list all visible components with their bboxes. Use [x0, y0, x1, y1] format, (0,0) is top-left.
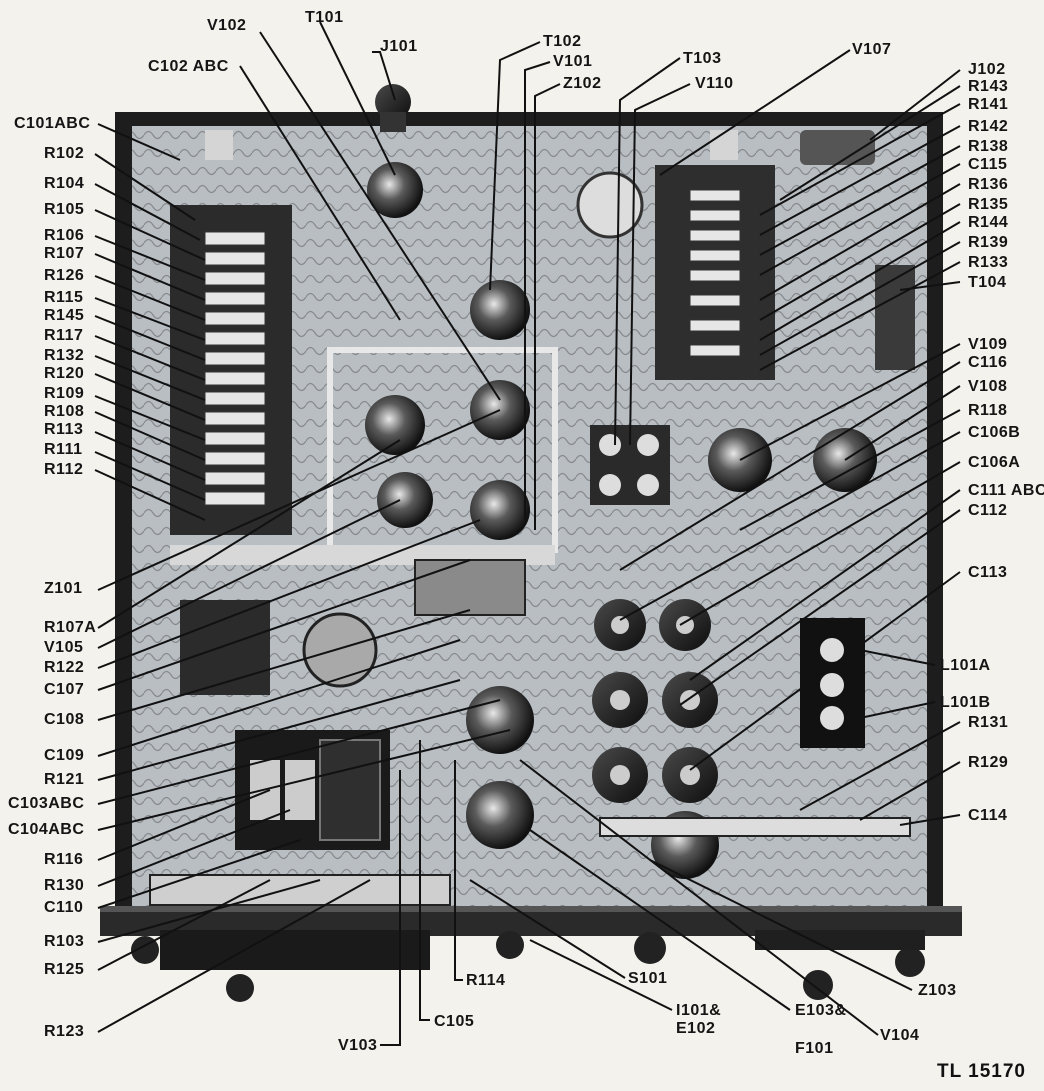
label-v102: V102: [207, 17, 247, 34]
label-v110: V110: [695, 75, 734, 92]
label-v101: V101: [553, 53, 593, 70]
label-j102: J102: [968, 61, 1006, 78]
capacitor-cans: [302, 599, 718, 803]
resistor-board-left: [170, 205, 292, 535]
resistor-board-right: [655, 130, 915, 380]
label-j101: J101: [380, 38, 418, 55]
label-v105: V105: [44, 639, 84, 656]
label-r135: R135: [968, 196, 1009, 213]
label-r126: R126: [44, 267, 85, 284]
label-e102-line2: E102: [676, 1020, 716, 1037]
label-c111abc: C111 ABC: [968, 482, 1044, 499]
label-c109: C109: [44, 747, 85, 764]
label-r143: R143: [968, 78, 1009, 95]
front-knobs: [131, 930, 925, 1002]
label-r104: R104: [44, 175, 85, 192]
label-r133: R133: [968, 254, 1009, 271]
label-r129: R129: [968, 754, 1009, 771]
label-i101-line1: I101&: [676, 1002, 722, 1019]
label-r131: R131: [968, 714, 1009, 731]
label-r121: R121: [44, 771, 85, 788]
label-c115: C115: [968, 156, 1008, 173]
label-r109: R109: [44, 385, 85, 402]
label-v104: V104: [880, 1027, 920, 1044]
label-z101: Z101: [44, 580, 83, 597]
label-r102: R102: [44, 145, 85, 162]
label-v103: V103: [338, 1037, 378, 1054]
label-f101-line2: F101: [795, 1040, 834, 1057]
label-v107: V107: [852, 41, 892, 58]
label-r105: R105: [44, 201, 85, 218]
label-v108: V108: [968, 378, 1008, 395]
coil-board-l101: [800, 618, 865, 748]
label-r107: R107: [44, 245, 85, 262]
label-c112: C112: [968, 502, 1008, 519]
label-r107a: R107A: [44, 619, 97, 636]
label-r120: R120: [44, 365, 85, 382]
label-r113: R113: [44, 421, 84, 438]
label-z102: Z102: [563, 75, 602, 92]
label-c101abc: C101ABC: [14, 115, 91, 132]
label-r115: R115: [44, 289, 84, 306]
label-c107: C107: [44, 681, 85, 698]
label-r116: R116: [44, 851, 84, 868]
label-r122: R122: [44, 659, 85, 676]
label-r144: R144: [968, 214, 1009, 231]
label-r112: R112: [44, 461, 84, 478]
label-r111: R111: [44, 441, 83, 458]
label-c105: C105: [434, 1013, 475, 1030]
leader-lines: [94, 21, 961, 1046]
label-c104abc: C104ABC: [8, 821, 85, 838]
label-r117: R117: [44, 327, 84, 344]
label-r106: R106: [44, 227, 85, 244]
label-r139: R139: [968, 234, 1009, 251]
label-c116: C116: [968, 354, 1008, 371]
label-e103-line1: E103&: [795, 1002, 847, 1019]
label-c103abc: C103ABC: [8, 795, 85, 812]
label-r138: R138: [968, 138, 1009, 155]
label-c106b: C106B: [968, 424, 1021, 441]
label-r103: R103: [44, 933, 85, 950]
label-r125: R125: [44, 961, 85, 978]
label-r141: R141: [968, 96, 1009, 113]
label-c110: C110: [44, 899, 84, 916]
label-r130: R130: [44, 877, 85, 894]
label-r118: R118: [968, 402, 1008, 419]
label-z103: Z103: [918, 982, 957, 999]
label-r136: R136: [968, 176, 1009, 193]
label-v109: V109: [968, 336, 1008, 353]
label-c113: C113: [968, 564, 1008, 581]
label-r108: R108: [44, 403, 85, 420]
label-c114: C114: [968, 807, 1008, 824]
label-c106a: C106A: [968, 454, 1021, 471]
label-s101: S101: [628, 970, 668, 987]
label-c108: C108: [44, 711, 85, 728]
shield-can-z101: [170, 347, 558, 616]
label-r114: R114: [466, 972, 506, 989]
label-t104: T104: [968, 274, 1007, 291]
label-t101: T101: [305, 9, 344, 26]
label-r123: R123: [44, 1023, 85, 1040]
top-connectors: [205, 84, 738, 160]
label-t102: T102: [543, 33, 582, 50]
label-t103: T103: [683, 50, 722, 67]
label-r145: R145: [44, 307, 85, 324]
label-r142: R142: [968, 118, 1009, 135]
label-c102abc: C102 ABC: [148, 58, 229, 75]
figure-id: TL 15170: [937, 1061, 1026, 1082]
label-r132: R132: [44, 347, 85, 364]
label-l101a: L101A: [940, 657, 991, 674]
label-l101b: L101B: [940, 694, 991, 711]
